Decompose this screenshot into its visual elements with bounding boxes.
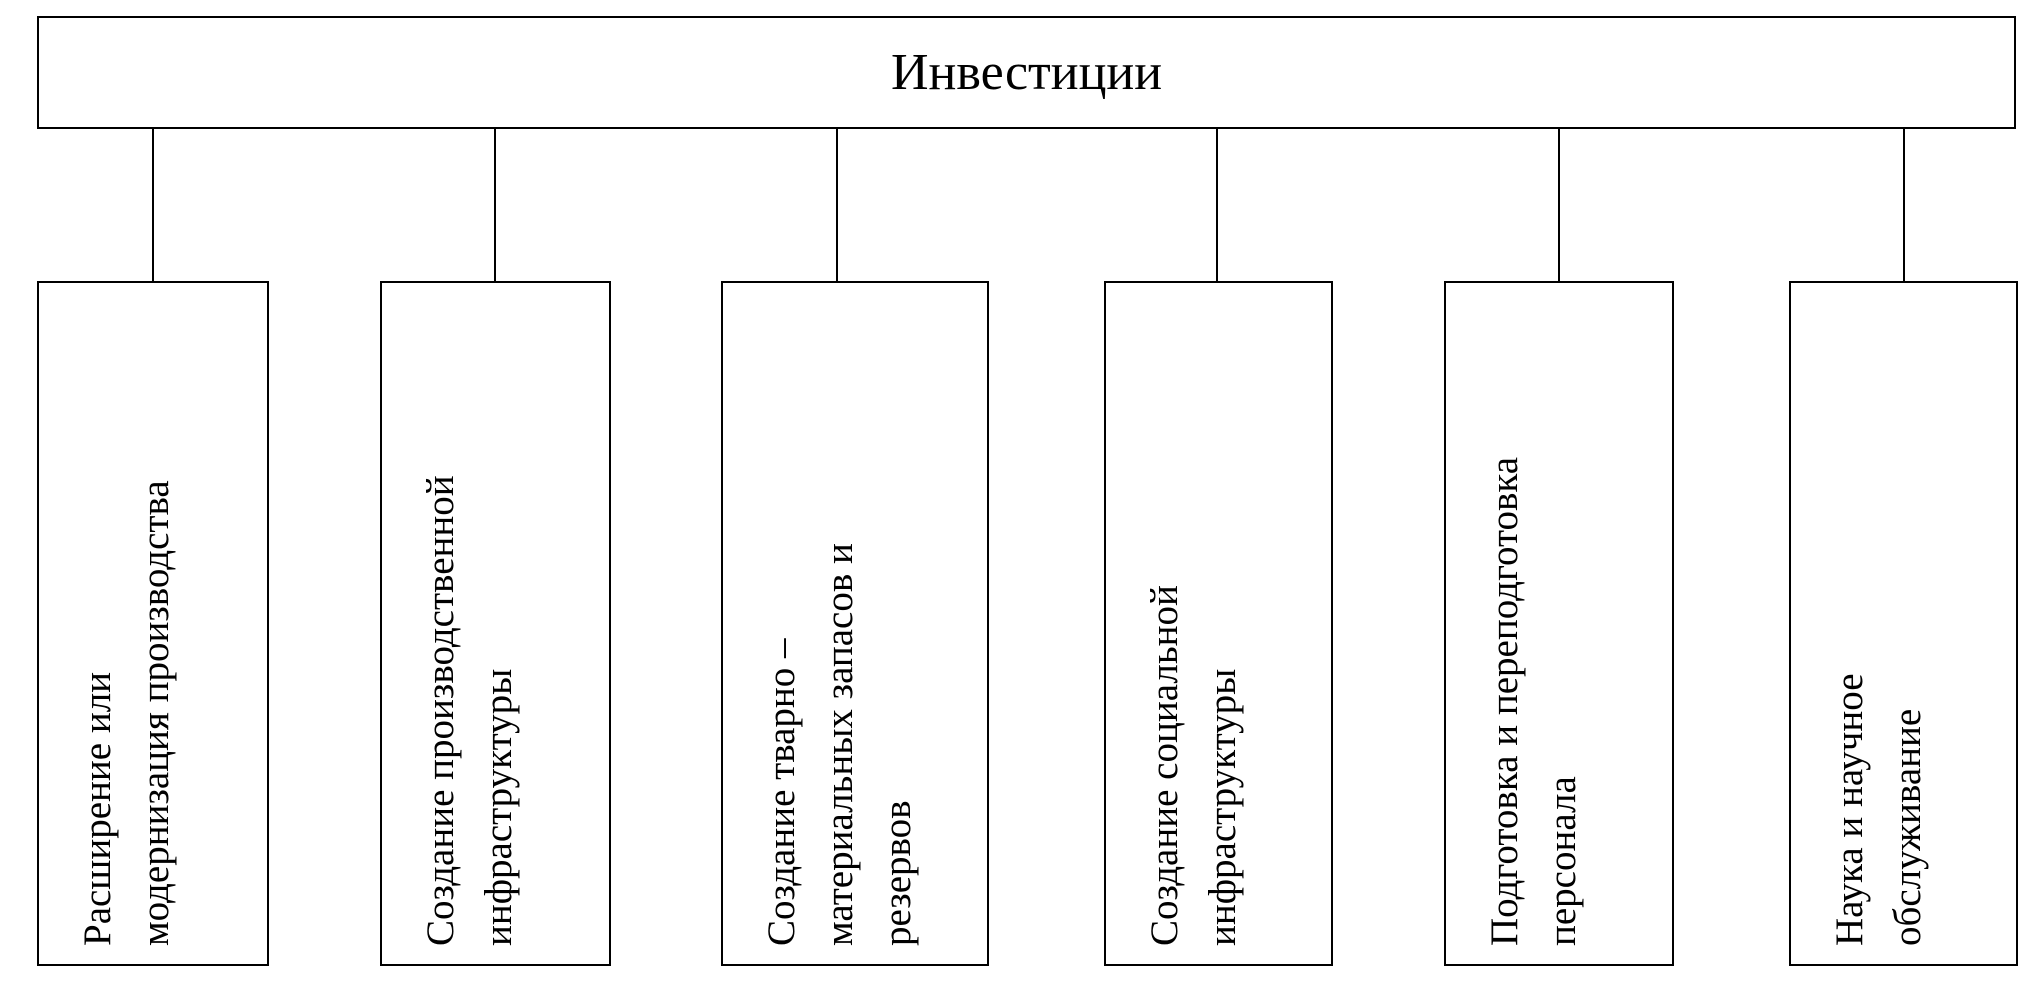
child-node-inventories: Создание тварно – материальных запасов и…	[721, 281, 989, 966]
root-label: Инвестиции	[890, 44, 1163, 101]
connector-line	[152, 129, 154, 281]
child-label: Создание тварно – материальных запасов и…	[760, 543, 919, 946]
connector-line	[494, 129, 496, 281]
child-label: Создание социальной инфраструктуры	[1143, 585, 1244, 946]
connector-line	[1558, 129, 1560, 281]
child-label: Наука и научное обслуживание	[1828, 673, 1929, 946]
child-node-production: Расширение или модернизация производства	[37, 281, 269, 966]
child-node-social-infrastructure: Создание социальной инфраструктуры	[1104, 281, 1333, 966]
connector-line	[1903, 129, 1905, 281]
root-node-investments: Инвестиции	[37, 16, 2016, 129]
connector-line	[1216, 129, 1218, 281]
child-node-production-infrastructure: Создание производственной инфраструктуры	[380, 281, 611, 966]
child-node-science: Наука и научное обслуживание	[1789, 281, 2018, 966]
child-label: Подготовка и переподготовка персонала	[1483, 456, 1584, 946]
child-label: Создание производственной инфраструктуры	[419, 475, 520, 946]
child-label: Расширение или модернизация производства	[76, 480, 177, 946]
child-node-personnel-training: Подготовка и переподготовка персонала	[1444, 281, 1674, 966]
connector-line	[836, 129, 838, 281]
